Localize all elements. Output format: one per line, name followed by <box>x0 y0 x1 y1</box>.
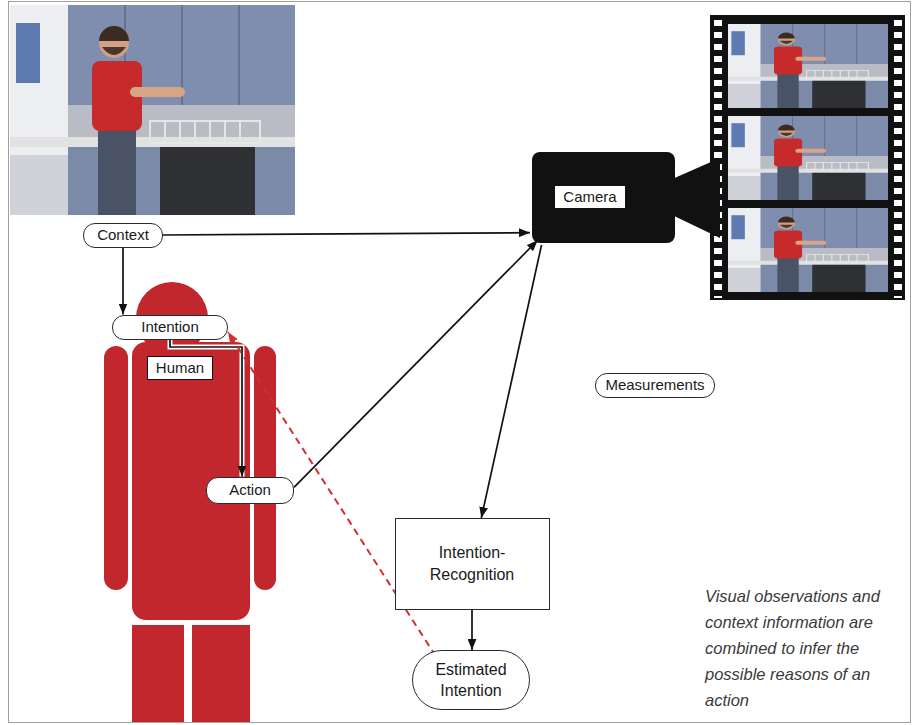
human-figure: Human IntentionAction <box>100 280 300 722</box>
flow-arrow <box>481 245 541 518</box>
leg <box>132 625 184 722</box>
action-pill: Action <box>206 477 294 504</box>
film-frame <box>728 208 888 292</box>
sprocket-holes <box>893 17 903 298</box>
flow-arrow <box>471 610 473 650</box>
node-label: Measurements <box>605 376 704 394</box>
film-base <box>710 15 905 300</box>
context-pill: Context <box>83 223 163 248</box>
intention-pill: Intention <box>112 315 228 340</box>
shape-label: Human <box>147 356 213 380</box>
caption: Visual observations and context informat… <box>705 583 910 713</box>
camera-lens <box>670 158 720 238</box>
caption-box: Visual observations and context informat… <box>705 583 910 713</box>
film-strip <box>710 15 905 300</box>
node-label: Intention- Recognition <box>410 542 535 586</box>
node-label: Action <box>229 481 271 499</box>
flow-arrow <box>122 248 124 315</box>
film-frame <box>728 24 888 108</box>
film-frame <box>728 116 888 200</box>
leg <box>192 625 250 722</box>
flow-arrow <box>294 240 538 487</box>
camera-body <box>532 152 675 243</box>
shape-label: Camera <box>554 185 625 209</box>
arm <box>254 346 276 590</box>
arm <box>104 346 128 590</box>
figure-frame <box>9 2 911 723</box>
process-box: Intention- Recognition <box>395 518 550 610</box>
node-label: Estimated Intention <box>424 659 519 701</box>
flow-arrow <box>163 233 530 235</box>
kitchen-photo <box>10 5 295 215</box>
node-label: Intention <box>141 318 199 336</box>
measurements-pill: Measurements <box>595 373 715 398</box>
estimated-intention-pill: Estimated Intention <box>412 650 530 710</box>
node-label: Context <box>97 226 149 244</box>
camera-block: Camera <box>530 150 722 245</box>
sprocket-holes <box>713 17 723 298</box>
